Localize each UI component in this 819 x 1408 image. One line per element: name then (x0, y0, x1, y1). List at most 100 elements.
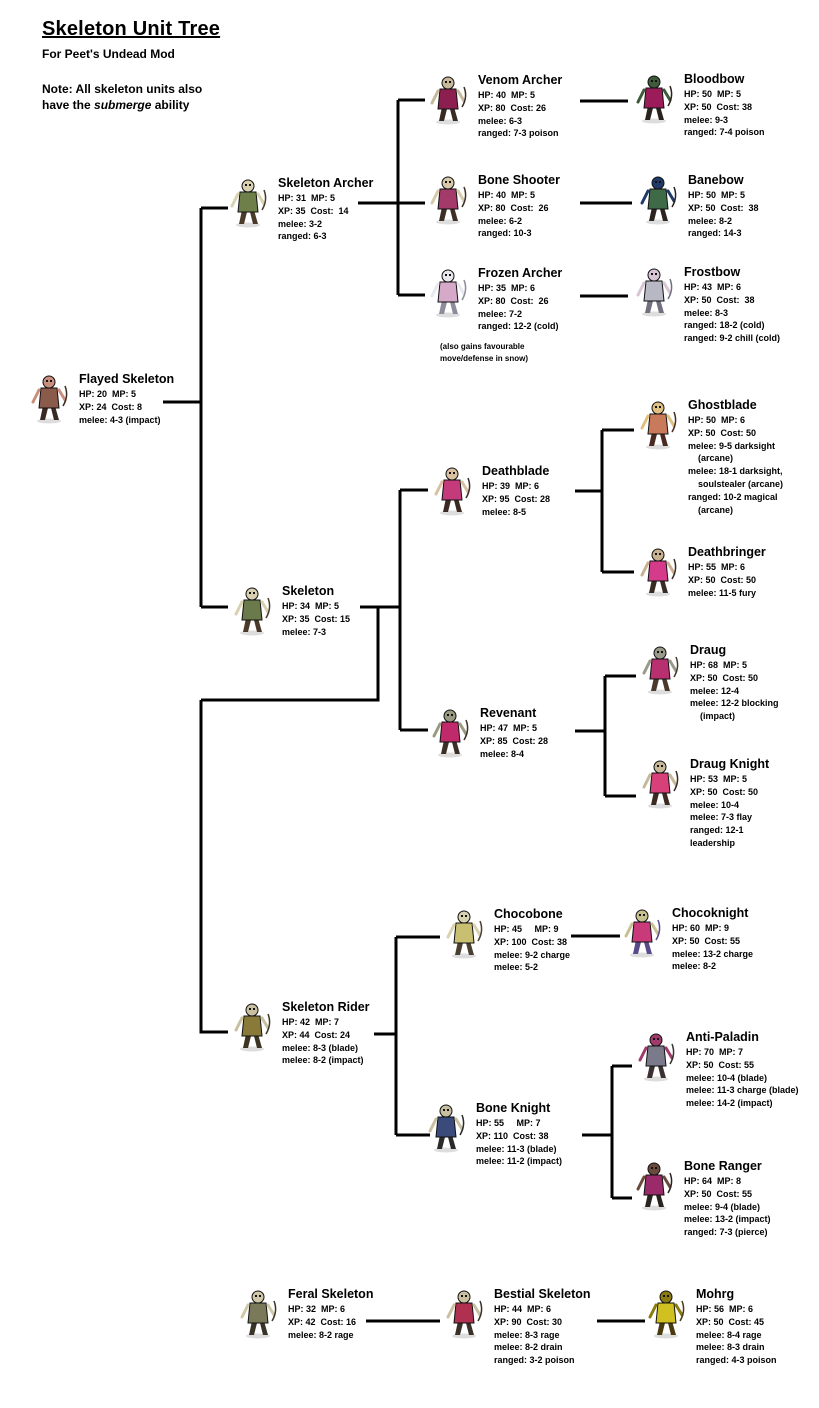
unit-stat-line: HP: 35 MP: 6 (478, 283, 536, 293)
unit-stat-line: melee: 6-3 (478, 115, 523, 126)
flayed-skeleton-sprite-icon (31, 375, 68, 424)
unit-stat-line: HP: 31 MP: 5 (278, 193, 336, 203)
unit-stat-line: soulstealer (arcane) (688, 478, 784, 489)
unit-stat-line: melee: 6-2 (478, 215, 523, 226)
connector-boneknight-branch (582, 1064, 632, 1200)
unit-stat-line: melee: 11-2 (impact) (476, 1156, 563, 1167)
unit-stat-line: melee: 4-3 (impact) (79, 414, 161, 425)
unit-stat-line: melee: 9-2 charge (494, 949, 571, 960)
connector-rider-branch (374, 935, 440, 1137)
unit-stat-line: ranged: 10-2 magical (688, 491, 778, 502)
unit-stat-line: melee: 11-3 charge (blade) (686, 1085, 799, 1096)
ghostblade-sprite-icon (640, 401, 677, 450)
unit-stat-line: XP: 35 Cost: 15 (282, 613, 351, 624)
unit-stat-line: melee: 11-3 (blade) (476, 1143, 557, 1154)
revenant-sprite-icon (432, 709, 469, 758)
unit-stat-line: XP: 50 Cost: 50 (688, 574, 757, 585)
unit-stat-line: XP: 44 Cost: 24 (282, 1029, 351, 1040)
unit-stat-line: HP: 56 MP: 6 (696, 1304, 754, 1314)
note-line-1: Note: All skeleton units also (42, 82, 203, 96)
note-line-2-end: ability (151, 98, 190, 112)
unit-stat-line: XP: 80 Cost: 26 (478, 102, 547, 113)
unit-name: Flayed Skeleton (79, 372, 175, 386)
unit-stat-line: HP: 47 MP: 5 (480, 723, 538, 733)
connector-deathblade-branch (575, 428, 634, 574)
note-ability-name: submerge (94, 98, 152, 112)
connector-trunk-lower (199, 607, 380, 1034)
unit-stat-line: melee: 8-2 (impact) (282, 1055, 364, 1066)
unit-stat-line: HP: 70 MP: 7 (686, 1047, 744, 1057)
frostbow-sprite-icon (636, 268, 673, 317)
bone-shooter-sprite-icon (430, 176, 467, 225)
unit-name: Bloodbow (684, 72, 745, 86)
mohrg-sprite-icon (648, 1290, 685, 1339)
unit-stat-line: melee: 5-2 (494, 962, 539, 973)
unit-stat-line: XP: 90 Cost: 30 (494, 1316, 563, 1327)
unit-stat-line: melee: 11-5 fury (688, 587, 757, 598)
unit-stat-line: HP: 45 MP: 9 (494, 924, 559, 934)
chocoknight-sprite-icon (624, 909, 661, 958)
unit-stat-line: HP: 43 MP: 6 (684, 282, 742, 292)
unit-stat-line: XP: 85 Cost: 28 (480, 735, 549, 746)
connector-skeleton-branch (360, 488, 428, 732)
unit-name: Bestial Skeleton (494, 1287, 591, 1301)
connector-archer-branch (358, 98, 425, 297)
draug-knight-sprite-icon (642, 760, 679, 809)
unit-name: Revenant (480, 706, 537, 720)
unit-stat-line: ranged: 7-3 (pierce) (684, 1227, 768, 1238)
unit-extra-note-line: (also gains favourable (440, 342, 525, 352)
page-title: Skeleton Unit Tree (42, 18, 221, 40)
unit-stat-line: melee: 9-4 (blade) (684, 1201, 761, 1212)
unit-stat-line: melee: 8-3 drain (696, 1342, 765, 1353)
unit-stat-line: melee: 7-3 (282, 626, 327, 637)
unit-stat-line: melee: 8-2 (688, 215, 733, 226)
unit-stat-line: XP: 50 Cost: 55 (684, 1188, 753, 1199)
unit-stat-line: melee: 8-3 rage (494, 1329, 560, 1340)
unit-stat-line: melee: 8-3 (blade) (282, 1042, 359, 1053)
unit-stat-line: melee: 12-4 (690, 685, 740, 696)
unit-stat-line: (arcane) (688, 504, 734, 515)
unit-stat-line: ranged: 9-2 chill (cold) (684, 333, 781, 344)
unit-name: Bone Ranger (684, 1159, 762, 1173)
unit-stat-line: HP: 40 MP: 5 (478, 190, 536, 200)
unit-name: Deathblade (482, 464, 550, 478)
ability-note: Note: All skeleton units also have the s… (42, 81, 202, 113)
unit-stat-line: HP: 39 MP: 6 (482, 481, 540, 491)
unit-stat-line: XP: 50 Cost: 50 (688, 427, 757, 438)
banebow-sprite-icon (640, 176, 677, 225)
venom-archer-sprite-icon (430, 76, 467, 125)
unit-stat-line: ranged: 10-3 (478, 228, 532, 239)
unit-stat-line: HP: 44 MP: 6 (494, 1304, 552, 1314)
unit-stat-line: melee: 3-2 (278, 218, 323, 229)
unit-stat-line: XP: 50 Cost: 38 (684, 294, 755, 305)
bone-ranger-sprite-icon (636, 1162, 673, 1211)
unit-stat-line: HP: 53 MP: 5 (690, 774, 748, 784)
unit-stat-line: melee: 8-2 drain (494, 1342, 563, 1353)
connector-revenant-branch (575, 674, 636, 798)
